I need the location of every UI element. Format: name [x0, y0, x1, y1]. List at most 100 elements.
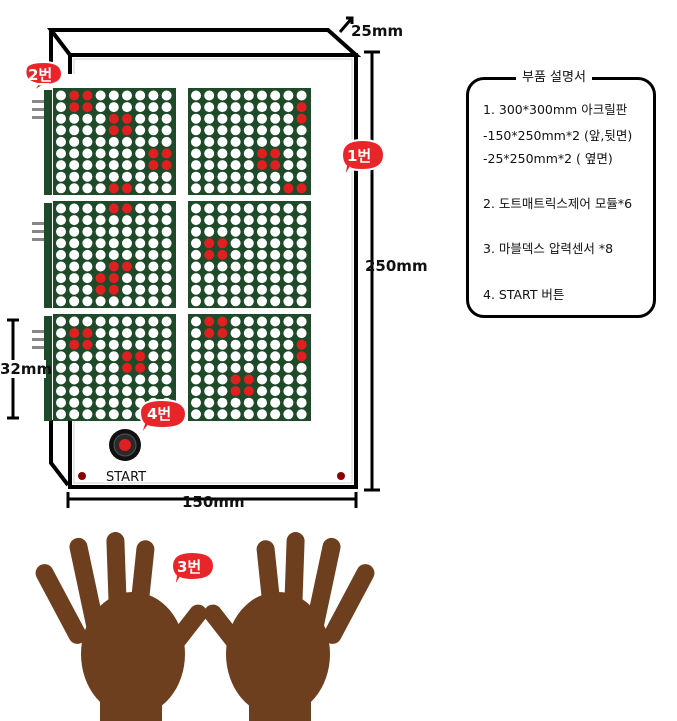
matrix-dot	[283, 397, 294, 408]
matrix-dot	[296, 125, 307, 136]
matrix-dot	[56, 90, 66, 101]
matrix-dot	[243, 351, 254, 362]
matrix-dot	[56, 351, 66, 362]
matrix-dot	[230, 238, 241, 249]
matrix-dot	[270, 183, 281, 194]
matrix-dot	[56, 113, 66, 124]
matrix-dot	[217, 284, 228, 295]
matrix-dot	[148, 296, 159, 307]
matrix-dot	[95, 226, 106, 237]
matrix-dot	[148, 261, 159, 272]
matrix-dot	[204, 113, 215, 124]
matrix-dot	[217, 351, 228, 362]
matrix-dot	[161, 90, 172, 101]
matrix-dot	[257, 328, 267, 339]
matrix-dot	[257, 249, 267, 260]
matrix-dot	[95, 409, 106, 420]
matrix-dot	[108, 409, 119, 420]
matrix-dot	[108, 238, 119, 249]
matrix-dot	[56, 238, 66, 249]
matrix-dot	[95, 203, 106, 214]
matrix-dot	[204, 362, 215, 373]
matrix-dot	[191, 296, 201, 307]
matrix-dot	[108, 397, 119, 408]
matrix-dot	[243, 397, 254, 408]
matrix-dot	[108, 284, 119, 295]
matrix-dot	[191, 102, 201, 113]
matrix-dot	[270, 261, 281, 272]
matrix-dot	[69, 339, 80, 350]
matrix-dot	[230, 328, 241, 339]
matrix-dot	[204, 351, 215, 362]
matrix-dot	[283, 261, 294, 272]
matrix-dot	[95, 183, 106, 194]
matrix-dot	[243, 409, 254, 420]
matrix-dot	[217, 238, 228, 249]
matrix-dot	[257, 125, 267, 136]
matrix-dot	[257, 409, 267, 420]
matrix-dot	[191, 316, 201, 327]
matrix-dot	[148, 339, 159, 350]
matrix-dot	[204, 296, 215, 307]
matrix-dot	[148, 90, 159, 101]
matrix-dot	[191, 339, 201, 350]
matrix-dot	[135, 339, 146, 350]
matrix-dot	[230, 362, 241, 373]
matrix-dot	[191, 284, 201, 295]
matrix-dot	[283, 148, 294, 159]
depth-dimension-arrow	[338, 16, 354, 33]
matrix-dot	[82, 296, 93, 307]
matrix-dot	[230, 226, 241, 237]
matrix-dot	[217, 113, 228, 124]
matrix-dot	[122, 273, 132, 284]
matrix-dot	[122, 238, 132, 249]
left-hand	[35, 532, 208, 721]
matrix-dot	[148, 226, 159, 237]
matrix-dot	[217, 215, 228, 226]
matrix-dot	[122, 409, 132, 420]
matrix-dot	[270, 328, 281, 339]
matrix-dot	[296, 160, 307, 171]
matrix-dot	[217, 183, 228, 194]
matrix-dot	[161, 261, 172, 272]
matrix-dot	[161, 273, 172, 284]
matrix-dot	[296, 113, 307, 124]
matrix-dot	[204, 261, 215, 272]
matrix-dot	[270, 215, 281, 226]
matrix-dot	[217, 273, 228, 284]
matrix-dot	[243, 203, 254, 214]
matrix-dot	[82, 238, 93, 249]
matrix-dot	[296, 102, 307, 113]
matrix-dot	[283, 386, 294, 397]
matrix-dot	[296, 316, 307, 327]
matrix-dot	[148, 113, 159, 124]
parts-line-6: 4. START 버튼	[483, 287, 565, 302]
matrix-dot	[135, 183, 146, 194]
matrix-dot	[56, 148, 66, 159]
matrix-dot	[270, 226, 281, 237]
matrix-dot	[243, 284, 254, 295]
matrix-dot	[257, 273, 267, 284]
matrix-dot	[161, 339, 172, 350]
button-dimension-label-bg	[0, 360, 46, 378]
matrix-dot	[191, 409, 201, 420]
matrix-dot	[56, 409, 66, 420]
matrix-dot	[108, 183, 119, 194]
matrix-dot	[135, 148, 146, 159]
matrix-dot	[95, 90, 106, 101]
connector-pin	[32, 230, 44, 233]
matrix-dot	[122, 215, 132, 226]
matrix-dot	[69, 374, 80, 385]
matrix-dot	[108, 102, 119, 113]
matrix-dot	[56, 125, 66, 136]
matrix-dot	[217, 386, 228, 397]
matrix-dot	[135, 238, 146, 249]
connector-pin	[32, 108, 44, 111]
matrix-dot	[283, 362, 294, 373]
connector-pin	[32, 346, 44, 349]
matrix-dot	[56, 397, 66, 408]
matrix-dot	[296, 90, 307, 101]
matrix-dot	[204, 339, 215, 350]
matrix-dot	[135, 351, 146, 362]
svg-text:2번: 2번	[28, 66, 52, 84]
